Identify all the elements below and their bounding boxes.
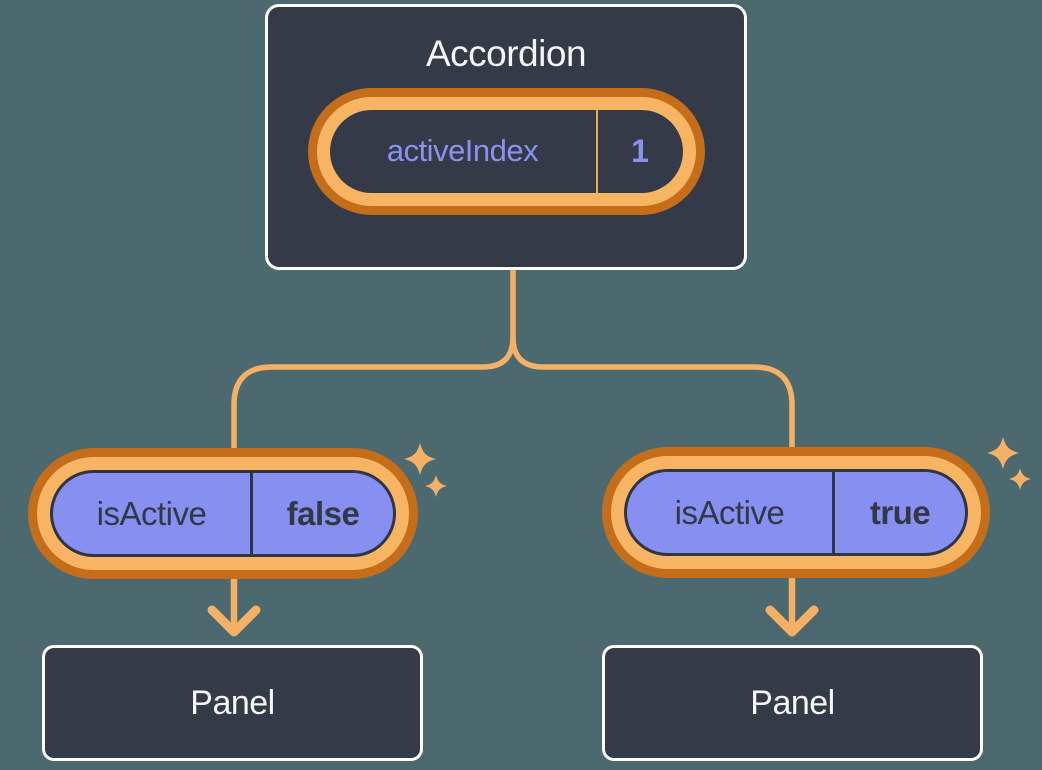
accordion-node: Accordion activeIndex 1 — [265, 4, 747, 270]
right-arrow-icon — [765, 605, 819, 637]
panel-label: Panel — [750, 683, 835, 722]
state-pill-active-index: activeIndex 1 — [307, 87, 705, 215]
sparkle-icon — [425, 475, 447, 497]
panel-label: Panel — [190, 683, 275, 722]
state-pill-inner-ring: activeIndex 1 — [316, 96, 696, 206]
state-name-label: isActive — [674, 493, 785, 531]
state-pill-divider — [595, 109, 598, 193]
connector-stem-left-branch — [231, 268, 516, 465]
state-pill-divider — [250, 473, 253, 554]
left-arrow-icon — [207, 605, 261, 637]
state-pill-is-active-left: isActive false — [28, 448, 418, 579]
accordion-title: Accordion — [425, 33, 587, 74]
panel-node-right: Panel — [602, 645, 983, 761]
state-name-label: isActive — [96, 494, 207, 532]
state-pill-divider — [832, 472, 835, 553]
state-pill-inner-ring: isActive false — [37, 457, 409, 570]
connector-right-branch — [510, 334, 795, 463]
state-pill-is-active-right: isActive true — [602, 447, 990, 578]
state-pill-inner-ring: isActive true — [611, 456, 981, 569]
state-value-label: 1 — [631, 132, 649, 169]
state-value-label: false — [286, 494, 360, 532]
state-value-label: true — [869, 493, 931, 531]
state-pill-core: isActive true — [624, 469, 968, 556]
state-pill-core: isActive false — [50, 470, 396, 557]
sparkle-icon — [404, 443, 436, 475]
sparkle-icon — [1009, 468, 1031, 490]
panel-node-left: Panel — [42, 645, 423, 761]
sparkle-icon — [987, 437, 1019, 469]
state-pill-core: activeIndex 1 — [329, 109, 683, 193]
state-name-label: activeIndex — [386, 133, 539, 169]
